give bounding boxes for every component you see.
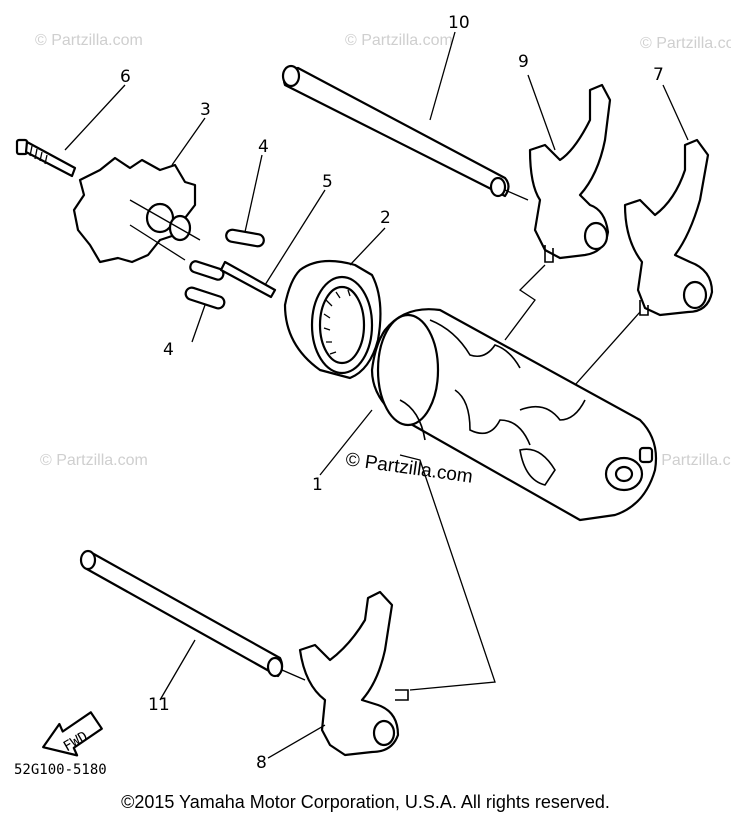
callout-11: 11 xyxy=(148,695,170,715)
part-10-shift-fork-shaft xyxy=(281,64,529,201)
watermark: © Partzilla.com xyxy=(40,452,148,469)
callout-9: 9 xyxy=(518,52,529,72)
callout-4: 4 xyxy=(258,137,269,157)
part-3-segment xyxy=(72,156,201,264)
part-1-shift-drum xyxy=(370,308,658,522)
fwd-arrow-icon: FWD xyxy=(42,711,103,757)
watermark: © Partzilla.com xyxy=(35,32,143,49)
part-8-shift-fork xyxy=(298,590,409,757)
callout-5: 5 xyxy=(322,172,333,192)
diagram-code: 52G100-5180 xyxy=(14,762,107,778)
watermark: © Partzilla.com xyxy=(640,35,731,52)
watermark: © Partzilla.com xyxy=(345,32,453,49)
part-2-bearing xyxy=(283,259,382,380)
part-9-shift-fork xyxy=(528,83,612,263)
part-7-shift-fork xyxy=(623,138,714,317)
watermark: © Partzilla.com xyxy=(645,452,731,469)
callout-8: 8 xyxy=(256,753,267,773)
callout-2: 2 xyxy=(380,208,391,228)
part-4-pins xyxy=(184,228,265,310)
callout-10: 10 xyxy=(448,13,470,33)
callout-6: 6 xyxy=(120,67,131,87)
part-6-bolt xyxy=(15,138,77,178)
callout-3: 3 xyxy=(200,100,211,120)
part-5-pin xyxy=(219,260,277,299)
center-watermark: © Partzilla.com xyxy=(344,449,474,488)
callout-4: 4 xyxy=(163,340,174,360)
copyright-text: ©2015 Yamaha Motor Corporation, U.S.A. A… xyxy=(121,792,610,812)
part-11-shift-fork-shaft xyxy=(79,549,306,681)
callout-7: 7 xyxy=(653,65,664,85)
leader-lines xyxy=(64,31,689,759)
callout-1: 1 xyxy=(312,475,323,495)
